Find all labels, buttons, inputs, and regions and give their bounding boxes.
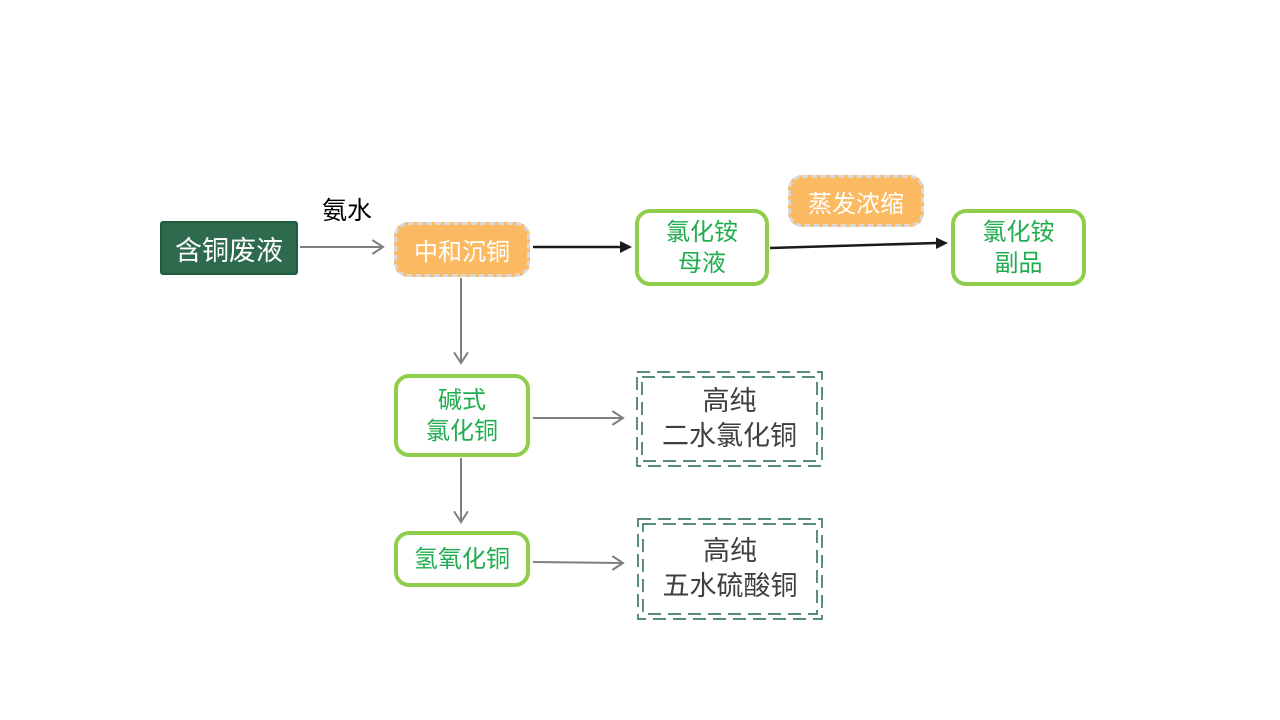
- node-evaporation-label: 蒸发浓缩: [808, 190, 904, 218]
- node-copper-waste-label: 含铜废液: [175, 235, 283, 266]
- arrow-basic-to-hydroxide: [453, 458, 469, 524]
- node-ammonium-chloride-mother-liquor: 氯化铵 母液: [635, 209, 769, 286]
- node-pentahydrate-line2: 五水硫酸铜: [662, 571, 798, 601]
- node-byproduct-line1: 氯化铵: [982, 218, 1055, 246]
- node-hydroxide-label: 氢氧化铜: [414, 545, 510, 573]
- node-copper-waste: 含铜废液: [160, 221, 298, 275]
- node-copper-hydroxide: 氢氧化铜: [394, 531, 530, 587]
- node-high-purity-copper-chloride-dihydrate: 高纯 二水氯化铜: [636, 371, 823, 467]
- node-neutralize-label: 中和沉铜: [414, 239, 510, 266]
- arrow-mother-liquor-to-byproduct: [769, 237, 948, 250]
- node-evaporation-concentration: 蒸发浓缩: [788, 175, 924, 227]
- node-mother-liquor-line1: 氯化铵: [666, 218, 738, 246]
- arrow-hydroxide-to-pentahydrate: [532, 555, 625, 571]
- node-neutralize-precipitate-copper: 中和沉铜: [394, 222, 530, 277]
- node-basic-line2: 氯化铜: [426, 417, 498, 445]
- edge-label-ammonia: 氨水: [321, 197, 372, 225]
- arrow-waste-to-neutralize: [300, 239, 385, 255]
- node-mother-liquor-line2: 母液: [678, 249, 726, 277]
- node-byproduct-line2: 副品: [994, 249, 1043, 277]
- double-dashed-border: [636, 371, 823, 467]
- node-ammonium-chloride-byproduct: 氯化铵 副品: [951, 209, 1086, 286]
- node-high-purity-copper-sulfate-pentahydrate: 高纯 五水硫酸铜: [637, 518, 823, 620]
- arrow-neutralize-to-mother-liquor: [533, 241, 632, 253]
- node-pentahydrate-line1: 高纯: [703, 536, 757, 566]
- node-dihydrate-line2: 二水氯化铜: [662, 421, 797, 451]
- arrow-basic-to-dihydrate: [533, 410, 625, 426]
- node-basic-line1: 碱式: [438, 386, 486, 414]
- arrow-neutralize-to-basic-copper-chloride: [453, 278, 469, 365]
- node-basic-copper-chloride: 碱式 氯化铜: [394, 374, 530, 457]
- double-dashed-border: [637, 518, 823, 620]
- node-dihydrate-line1: 高纯: [702, 386, 757, 416]
